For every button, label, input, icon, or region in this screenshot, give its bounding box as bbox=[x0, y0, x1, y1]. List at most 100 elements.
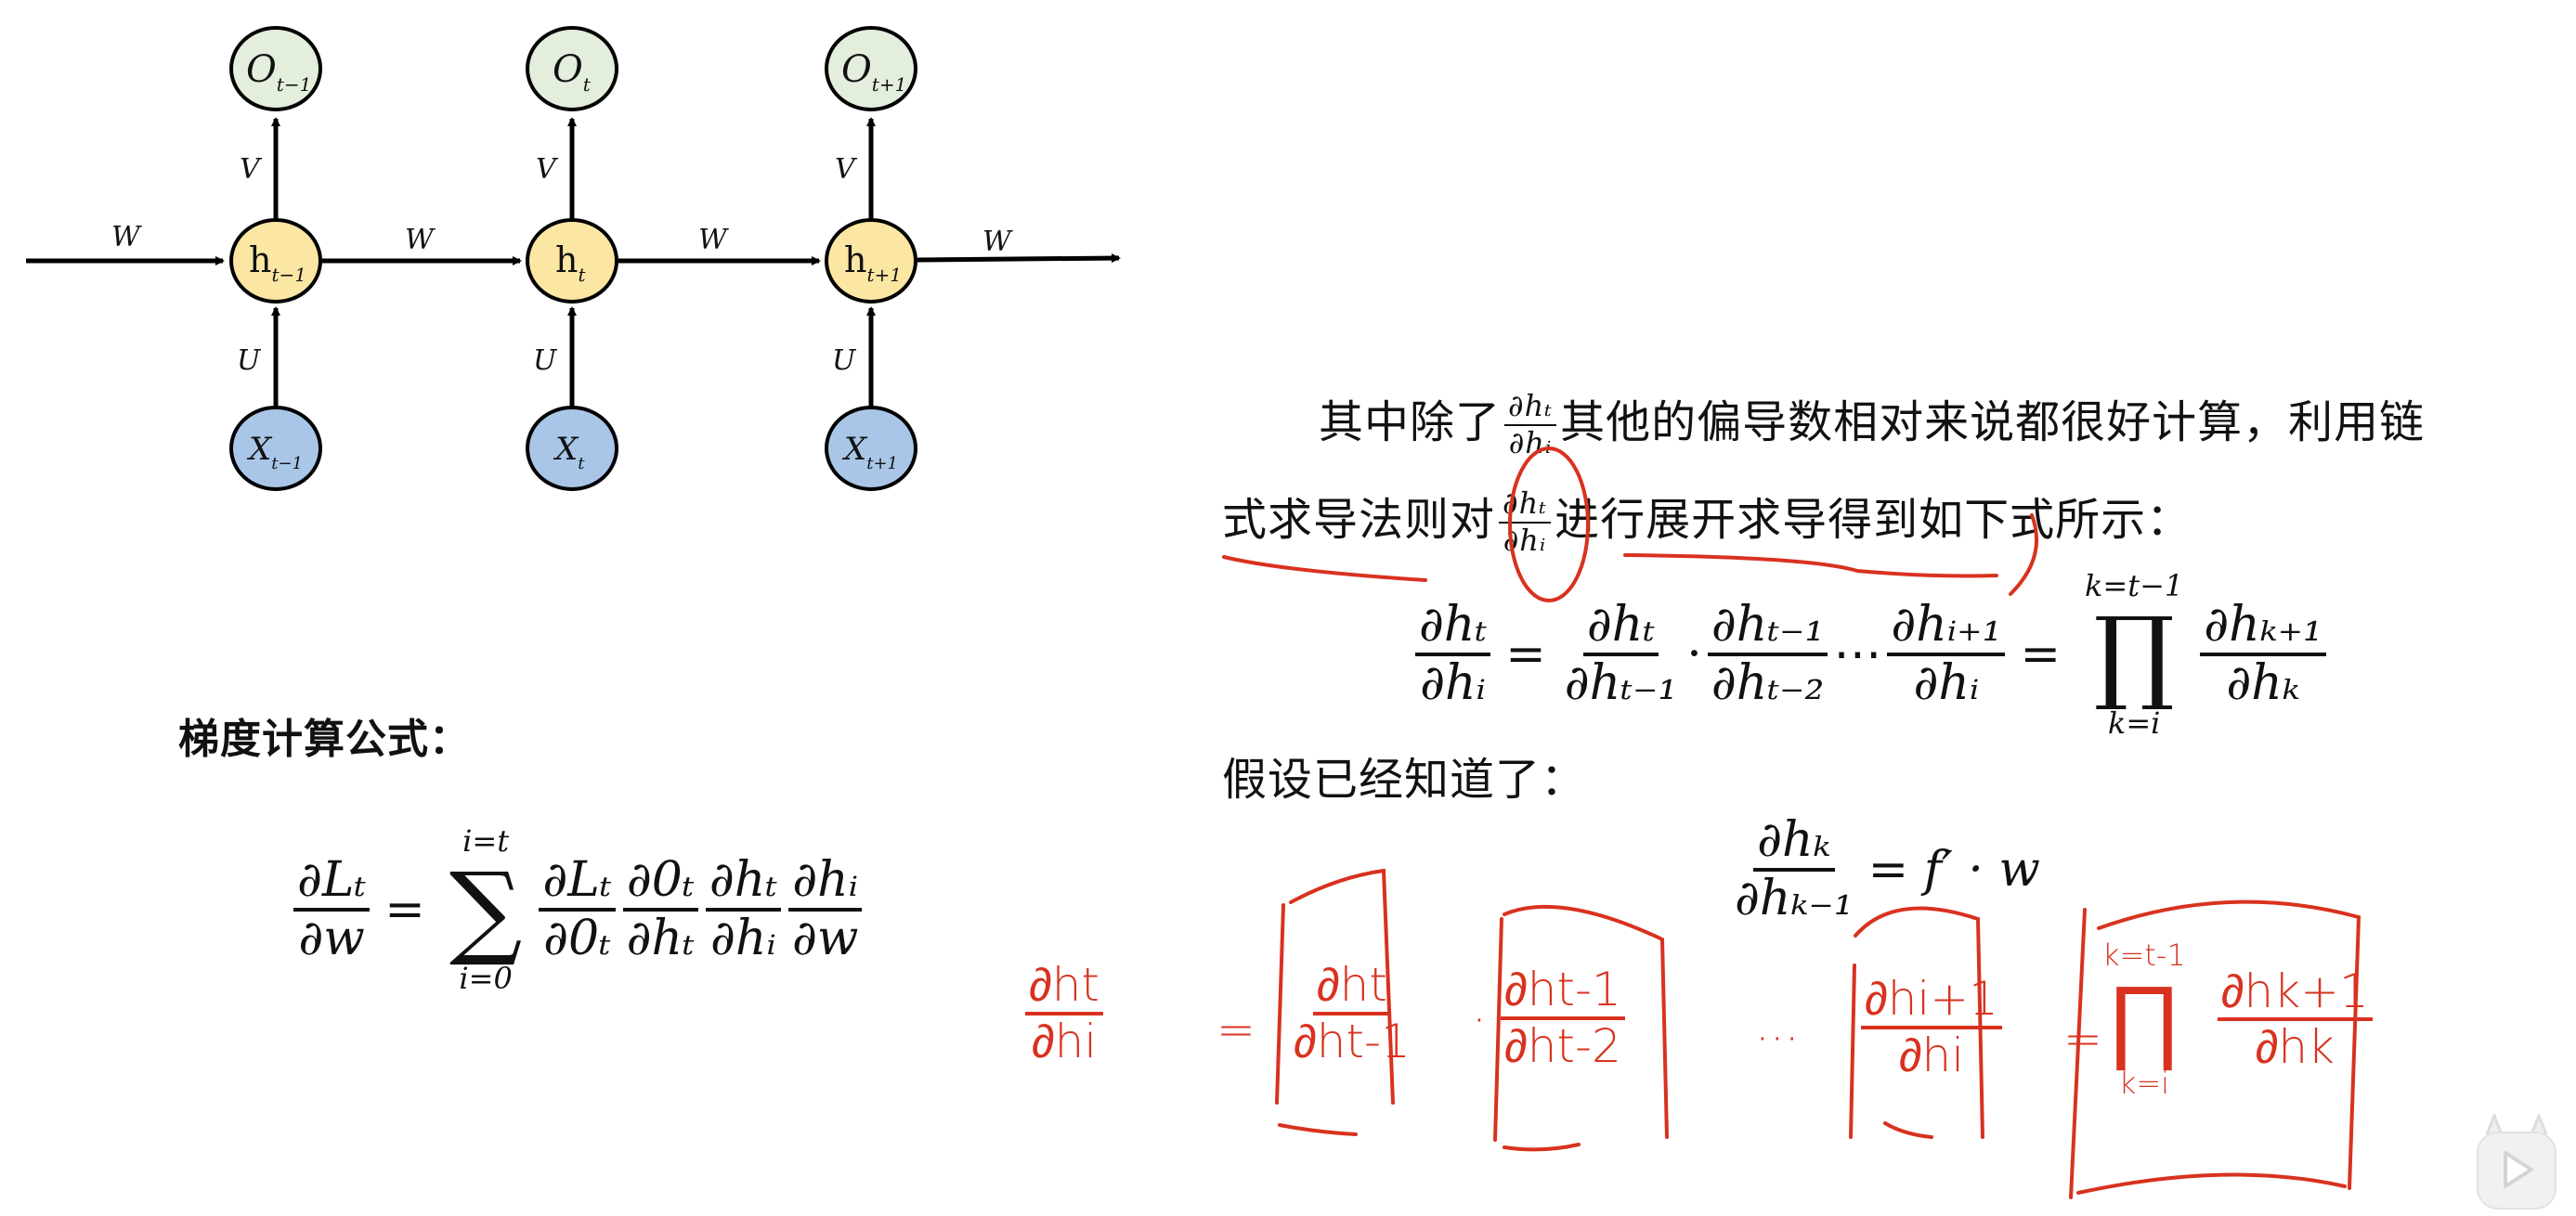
math-part: ∏ bbox=[2105, 964, 2183, 1073]
math-part: ∂hi+1 bbox=[1861, 975, 2002, 1029]
math-part: t bbox=[578, 454, 585, 473]
hidden-label: ht+1 bbox=[844, 239, 902, 286]
fraction: ∂hₖ₊₁∂hₖ bbox=[2200, 600, 2326, 708]
math-part: ∑ bbox=[449, 850, 523, 969]
math-part: k=t-1 bbox=[2102, 938, 2186, 973]
gradient-heading: 梯度计算公式： bbox=[178, 716, 471, 763]
math-part: O bbox=[841, 48, 872, 91]
annotation-box bbox=[1493, 904, 1669, 1152]
math-part: = bbox=[1505, 627, 1546, 682]
math-part: t−1 bbox=[271, 454, 303, 473]
annotation-hook bbox=[2009, 513, 2039, 596]
math-part: k=i bbox=[2118, 1066, 2170, 1101]
hidden-label: ht bbox=[555, 239, 586, 286]
fraction: ∂hi+1∂hi bbox=[1861, 975, 2002, 1080]
math-part: = bbox=[384, 882, 425, 938]
math-part: t+1 bbox=[872, 73, 907, 96]
math-part: k=i bbox=[2107, 705, 2161, 741]
math-part: ∂w bbox=[792, 911, 859, 966]
annotation-eq: = bbox=[1216, 1003, 1255, 1056]
math-part: ∂hᵢ₊₁ bbox=[1887, 600, 2006, 656]
math-part: ∂ht-2 bbox=[1504, 1018, 1621, 1073]
input-label: Xt bbox=[553, 431, 585, 473]
fraction: ∂ht∂ht-1 bbox=[1290, 961, 1414, 1066]
math-part: · bbox=[1686, 627, 1702, 682]
input-node bbox=[825, 406, 917, 491]
weight-u-label: U bbox=[533, 344, 558, 377]
play-button[interactable] bbox=[2470, 1111, 2563, 1210]
math-part: ∂hᵢ bbox=[1913, 655, 1980, 711]
annotation-underline bbox=[1623, 553, 1998, 578]
fraction: ∂hk+1∂hk bbox=[2217, 966, 2373, 1074]
math-part: ∂hₜ₋₁ bbox=[1707, 600, 1828, 656]
math-part: 式求导法则对 bbox=[1222, 494, 1496, 546]
math-part: ∂hk bbox=[2255, 1020, 2335, 1074]
input-label: Xt+1 bbox=[841, 431, 898, 473]
gradient-formula: ∂Lₜ∂w = i=t∑i=0 ∂Lₜ∂0ₜ ∂0ₜ∂hₜ ∂hₜ∂hᵢ ∂hᵢ… bbox=[290, 817, 865, 1003]
math-part: ∂hₜ bbox=[626, 911, 695, 966]
math-part: ∂0ₜ bbox=[543, 911, 611, 966]
weight-u-label: U bbox=[237, 344, 262, 377]
annotation-term-2: ∂ht-1∂ht-2 bbox=[1497, 965, 1629, 1070]
hidden-label: ht−1 bbox=[249, 239, 306, 286]
math-part: ∂ht-1 bbox=[1294, 1014, 1411, 1068]
weight-v-label: V bbox=[536, 153, 559, 186]
weight-w-label: W bbox=[698, 224, 729, 256]
fraction: ∂Lₜ∂w bbox=[293, 855, 371, 964]
math-part: t bbox=[578, 264, 586, 286]
output-label: Ot−1 bbox=[246, 48, 311, 96]
product-operator: k=t−1∏k=i bbox=[2085, 568, 2183, 741]
annotation-box bbox=[1275, 868, 1395, 1136]
fraction: ∂0ₜ∂hₜ bbox=[622, 855, 698, 966]
math-part: ∂Lₜ bbox=[293, 855, 371, 912]
math-part: ∂hₖ₊₁ bbox=[2200, 600, 2326, 656]
math-part: ∂hₜ₋₁ bbox=[1564, 655, 1678, 711]
weight-w-label: W bbox=[111, 221, 142, 253]
math-part: ∂ht bbox=[1025, 961, 1104, 1015]
math-part: h bbox=[249, 239, 271, 280]
math-part: ∂hk+1 bbox=[2217, 966, 2373, 1021]
annotation-dot: · bbox=[1472, 993, 1487, 1047]
math-part: ∂hᵢ bbox=[1420, 655, 1487, 711]
known-derivative: ∂hₖ∂hₖ₋₁ = f′ · w bbox=[1727, 815, 2040, 924]
annotation-box bbox=[1849, 906, 1984, 1139]
weight-v-label: V bbox=[240, 153, 263, 186]
output-node bbox=[229, 26, 322, 111]
math-part: ∂hₜ bbox=[705, 855, 782, 912]
annotation-term-1: ∂ht∂ht-1 bbox=[1286, 961, 1418, 1066]
annotation-circle bbox=[1508, 446, 1590, 602]
weight-u-label: U bbox=[832, 344, 857, 377]
arrow-w-out bbox=[917, 253, 1121, 264]
hidden-node bbox=[526, 218, 618, 304]
fraction: ∂hᵢ₊₁∂hᵢ bbox=[1887, 600, 2006, 711]
annotation-lhs: ∂ht∂hi bbox=[1021, 961, 1107, 1066]
hidden-node bbox=[825, 218, 917, 304]
input-node bbox=[229, 406, 322, 491]
math-part: i=t bbox=[462, 823, 510, 859]
fraction: ∂hₜ∂hᵢ bbox=[1415, 600, 1491, 711]
play-icon bbox=[2477, 1111, 2556, 1210]
math-part: ∂hᵢ bbox=[709, 911, 776, 966]
math-part: h bbox=[555, 239, 578, 280]
math-part: ∂0ₜ bbox=[622, 855, 698, 912]
math-part: X bbox=[553, 431, 579, 468]
math-part: X bbox=[246, 431, 273, 468]
math-part: k=t−1 bbox=[2085, 568, 2184, 603]
math-part: ∂ht bbox=[1312, 961, 1391, 1015]
math-part: ∂hᵢ bbox=[788, 855, 863, 912]
math-part: O bbox=[553, 48, 583, 91]
math-part: 其他的偏导数相对来说都很好计算，利用链 bbox=[1560, 396, 2426, 448]
annotation-term-3: ∂hi+1∂hi bbox=[1857, 975, 2006, 1080]
math-part: ∂ht-1 bbox=[1501, 965, 1625, 1020]
math-part: ∂hₜ bbox=[1504, 391, 1557, 426]
math-part: i=0 bbox=[459, 961, 513, 996]
fraction: ∂hₜ∂hₜ₋₁ bbox=[1561, 600, 1682, 708]
input-label: Xt−1 bbox=[246, 431, 303, 473]
math-part: ∂hₖ₋₁ bbox=[1735, 870, 1854, 926]
inline-fraction: ∂hₜ∂hᵢ bbox=[1504, 391, 1557, 460]
math-part: ∂hᵢ bbox=[1508, 425, 1553, 460]
fraction: ∂hᵢ∂w bbox=[788, 855, 863, 966]
fraction: ∂hₜ₋₁∂hₜ₋₂ bbox=[1707, 600, 1828, 708]
math-part: t bbox=[583, 73, 592, 96]
